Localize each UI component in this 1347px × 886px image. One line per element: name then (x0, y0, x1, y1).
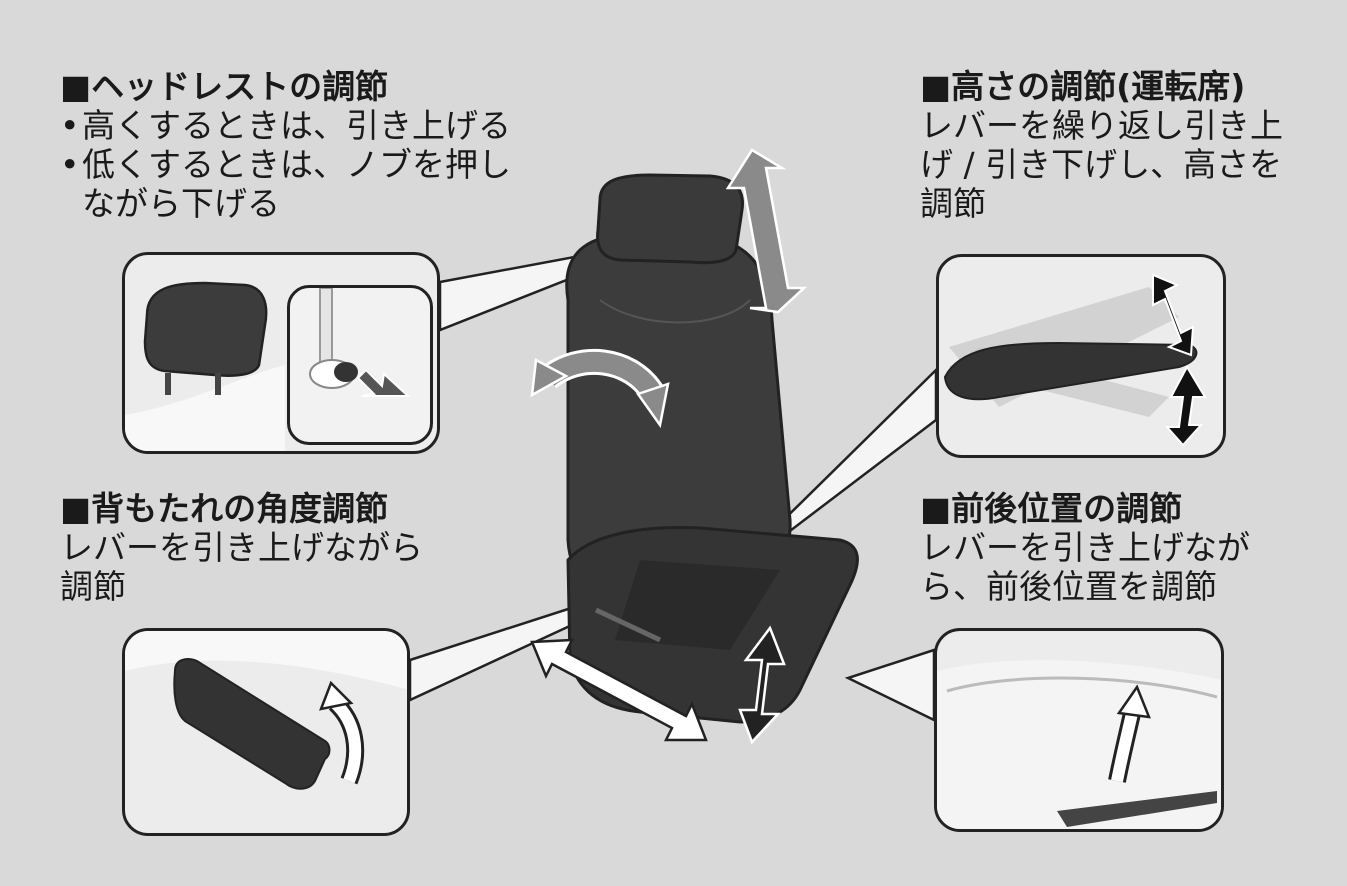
height-up-down-arrow-icon (738, 625, 786, 745)
slide-callout-leader (844, 648, 936, 723)
recline-title: ■背もたれの角度調節 (60, 489, 389, 528)
headrest-title: ■ヘッドレストの調節 (60, 67, 389, 106)
headrest-line-3: ながら下げる (82, 183, 280, 223)
seat-cushion-center (615, 560, 780, 650)
headrest-detail-seat (125, 365, 285, 451)
height-detail-panel (936, 254, 1226, 458)
slide-lever-bar (1057, 791, 1217, 827)
height-adjust-block: ■高さの調節(運転席) レバーを繰り返し引き上 げ / 引き下げし、高さを 調節 (920, 67, 1283, 224)
slide-adjust-block: ■前後位置の調節 レバーを引き上げなが ら、前後位置を調節 (920, 489, 1250, 607)
headrest (596, 173, 745, 265)
slide-up-arrow-icon (1108, 684, 1151, 783)
recline-adjust-block: ■背もたれの角度調節 レバーを引き上げながら 調節 (60, 489, 423, 607)
recline-lever-closeup (173, 658, 331, 790)
height-detail-up-down-arrow-icon (1152, 273, 1207, 447)
slide-cushion-edge (946, 676, 1218, 699)
headrest-detail-pad (143, 281, 268, 377)
slide-title: ■前後位置の調節 (920, 489, 1183, 528)
slide-line-1: レバーを引き上げなが (920, 527, 1250, 567)
height-title: ■高さの調節(運転席) (920, 67, 1246, 106)
seat-back-stitch (599, 299, 751, 324)
slide-diagonal-double-arrow-icon (530, 638, 708, 742)
recline-curved-double-arrow-icon (530, 348, 670, 429)
headrest-post-right (215, 373, 221, 395)
recline-line-1: レバーを引き上げながら (60, 527, 423, 567)
headrest-post-left (165, 373, 171, 395)
headrest-line-2: 低くするときは、ノブを押し (60, 145, 511, 185)
headrest-adjust-block: ■ヘッドレストの調節 高くするときは、引き上げる 低くするときは、ノブを押し な… (60, 67, 511, 224)
slide-detail-cushion (937, 660, 1221, 829)
recline-detail-panel (122, 628, 410, 836)
headrest-knob-inset (287, 285, 433, 445)
recline-up-arrow-icon (319, 680, 365, 785)
recline-lever (594, 607, 662, 643)
slide-line-2: ら、前後位置を調節 (920, 566, 1217, 606)
height-line-3: 調節 (920, 183, 986, 223)
height-lever (943, 341, 1198, 401)
headrest-line-1: 高くするときは、引き上げる (60, 106, 511, 146)
headrest-detail-panel (122, 252, 440, 454)
headrest-post-closeup (319, 288, 333, 369)
recline-line-2: 調節 (60, 566, 126, 606)
height-line-2: げ / 引き下げし、高さを (920, 144, 1283, 184)
push-arrow-icon (356, 368, 411, 397)
recline-detail-seat (125, 631, 407, 690)
headrest-up-down-arrow-icon (725, 148, 808, 314)
headrest-knob (334, 362, 358, 382)
slide-detail-panel (934, 628, 1224, 832)
height-line-1: レバーを繰り返し引き上 (920, 105, 1283, 145)
